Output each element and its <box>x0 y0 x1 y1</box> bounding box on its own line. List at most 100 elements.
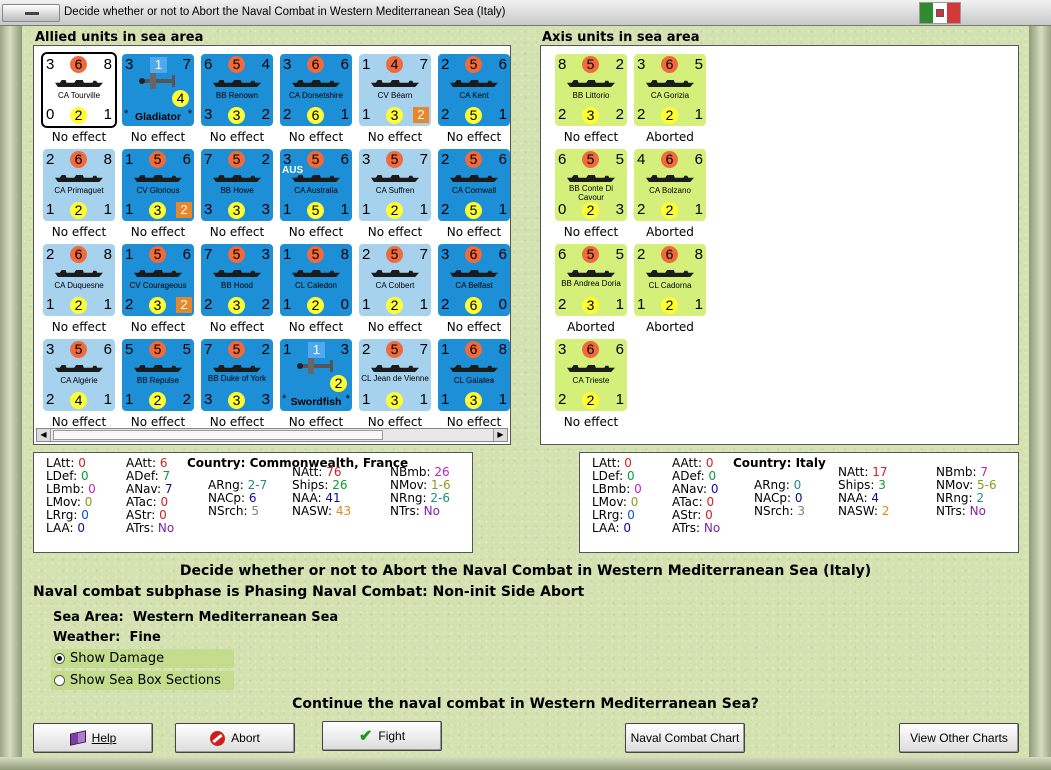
stat-value: No <box>703 521 721 535</box>
abort-button[interactable]: Abort <box>175 723 295 753</box>
ship-silhouette-icon <box>450 80 498 87</box>
stat-label: ADef: <box>126 469 163 483</box>
counter-bottom-right: 2 <box>261 296 270 313</box>
help-button[interactable]: Help <box>33 723 153 753</box>
naval-combat-chart-button[interactable]: Naval Combat Chart <box>625 723 745 753</box>
stat-label: LAtt: <box>46 456 79 470</box>
show-damage-radio[interactable]: Show Damage <box>51 649 234 668</box>
stat-value: 5-6 <box>976 478 997 492</box>
stat-item: NTrs: No <box>390 505 440 518</box>
counter-unit-name: CA Cornwall <box>451 186 496 195</box>
scroll-thumb[interactable] <box>53 430 383 440</box>
minimize-button[interactable] <box>2 4 60 22</box>
fight-button[interactable]: ✔ Fight <box>322 721 442 751</box>
country-line: Country: Italy <box>733 456 826 470</box>
stat-label: ATrs: <box>126 521 158 535</box>
counter-unit-name: CL Cadorna <box>648 281 692 290</box>
sea-area-value: Western Mediterranean Sea <box>132 610 339 625</box>
counter-defense: 2 <box>386 297 403 314</box>
show-sea-box-radio[interactable]: Show Sea Box Sections <box>51 671 234 690</box>
aircraft-icon <box>294 355 338 375</box>
counter-unit-name: BB Renown <box>215 91 259 100</box>
counter-attack: 6 <box>307 56 324 73</box>
stat-label: ATrs: <box>672 521 704 535</box>
counter-top-left: 3 <box>283 56 292 73</box>
counter-nation-tag: AUS <box>282 165 304 176</box>
horizontal-scrollbar[interactable]: ◀ ▶ <box>36 428 508 442</box>
title-bar: Decide whether or not to Abort the Naval… <box>0 0 1051 26</box>
stat-label: NAtt: <box>292 465 327 479</box>
italy-flag-icon <box>919 2 961 24</box>
other-charts-label: View Other Charts <box>910 731 1008 745</box>
flag-stripe-red <box>946 3 960 23</box>
ship-silhouette-icon <box>646 175 694 182</box>
weather-label: Weather: <box>53 630 121 645</box>
book-icon <box>69 730 86 746</box>
stat-item: NAtt: 17 <box>838 466 888 479</box>
counter-bottom-left: 3 <box>204 201 213 218</box>
subphase-text: Naval combat subphase is Phasing Naval C… <box>33 584 585 600</box>
counter-unit-name: CA Dorsetshire <box>289 91 343 100</box>
stat-item: LAA: 0 <box>46 522 85 535</box>
counter-bottom-right: 2 <box>182 391 191 408</box>
unit-result: No effect <box>209 225 265 239</box>
stat-label: NAA: <box>838 491 872 505</box>
counter-defense: 3 <box>386 392 403 409</box>
stat-item: NSrch: 3 <box>754 505 805 518</box>
counter-top-right: 6 <box>182 246 191 263</box>
unit-result: No effect <box>288 225 344 239</box>
counter-defense: 2 <box>386 202 403 219</box>
counter-bottom-right: 1 <box>694 106 703 123</box>
stat-item: LBmb: 0 <box>46 483 96 496</box>
weather-line: Weather: Fine <box>53 630 161 645</box>
stat-value: 0 <box>80 469 89 483</box>
counter-attack: 4 <box>386 56 403 73</box>
radio-checked-icon[interactable] <box>54 653 65 664</box>
stat-label: LAA: <box>46 521 78 535</box>
radio-unchecked-icon[interactable] <box>54 675 65 686</box>
counter-attack: 5 <box>228 151 245 168</box>
scroll-right-icon[interactable]: ▶ <box>493 429 507 441</box>
stat-label: NACp: <box>208 491 249 505</box>
stat-label: LRrg: <box>592 508 628 522</box>
counter-attack: 5 <box>307 246 324 263</box>
view-other-charts-button[interactable]: View Other Charts <box>899 723 1019 753</box>
counter-bottom-left: 2 <box>204 296 213 313</box>
counter-attack: 5 <box>228 341 245 358</box>
scroll-left-icon[interactable]: ◀ <box>37 429 51 441</box>
counter-unit-name: CA Belfast <box>455 281 493 290</box>
